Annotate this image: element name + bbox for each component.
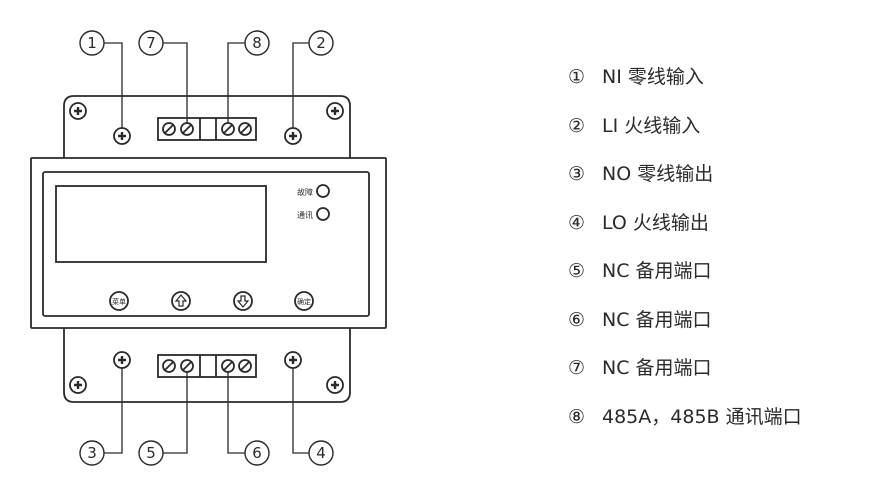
terminal-screw xyxy=(238,122,252,136)
front-panel xyxy=(42,171,370,317)
legend-item: ⑥ NC 备用端口 xyxy=(568,305,712,335)
comm-indicator-label: 通讯 xyxy=(297,210,313,220)
terminal-screw xyxy=(162,122,176,136)
legend-item: ① NI 零线输入 xyxy=(568,62,704,92)
legend-number: ④ xyxy=(568,212,586,234)
callout-number: 6 xyxy=(252,444,262,462)
callout-number: 1 xyxy=(87,34,97,52)
callout-circle xyxy=(244,440,270,466)
up-arrow-icon xyxy=(174,294,188,307)
bottom-terminal-block xyxy=(157,354,257,378)
legend-item: ③ NO 零线输出 xyxy=(568,159,713,189)
leader-line-7 xyxy=(163,42,188,123)
fault-indicator-label: 故障 xyxy=(297,187,313,197)
leader-line-5 xyxy=(163,372,188,454)
up-button xyxy=(171,291,191,311)
legend-text: NI 零线输入 xyxy=(602,66,704,88)
legend-text: NO 零线输出 xyxy=(602,163,714,185)
legend-text: NC 备用端口 xyxy=(602,309,712,331)
terminal-screw xyxy=(238,359,252,373)
callout-circle xyxy=(308,440,334,466)
top-terminal-block xyxy=(157,117,257,141)
legend-number: ⑦ xyxy=(568,357,586,379)
legend-number: ⑥ xyxy=(568,309,586,331)
callout-circle xyxy=(244,30,270,56)
leader-line-3 xyxy=(104,368,123,454)
legend-text: NC 备用端口 xyxy=(602,357,712,379)
lcd-display xyxy=(55,185,267,263)
legend-text: LI 火线输入 xyxy=(602,115,701,137)
callout-number: 7 xyxy=(146,34,156,52)
leader-line-4 xyxy=(292,368,309,454)
legend-item: ④ LO 火线输出 xyxy=(568,208,709,238)
callout-circle xyxy=(308,30,334,56)
legend-text: 485A，485B 通讯端口 xyxy=(602,406,802,428)
bottom-flange xyxy=(63,328,351,403)
legend-number: ⑤ xyxy=(568,260,586,282)
device-body xyxy=(30,157,387,329)
legend-number: ③ xyxy=(568,163,586,185)
leader-line-6 xyxy=(227,372,245,454)
legend-item: ② LI 火线输入 xyxy=(568,111,700,141)
callout-number: 8 xyxy=(252,34,262,52)
menu-button-label: 菜单 xyxy=(112,297,126,306)
callout-number: 5 xyxy=(146,444,156,462)
fault-led xyxy=(316,184,330,198)
menu-button xyxy=(109,291,129,311)
device-drawing: 1 7 8 2 3 5 6 4 故障 通讯 菜单 确定 xyxy=(30,30,387,466)
top-flange xyxy=(63,95,351,158)
terminal-cross-screw-icon xyxy=(113,127,302,369)
leader-line-8 xyxy=(227,42,245,123)
callout-circle xyxy=(138,440,164,466)
legend-text: LO 火线输出 xyxy=(602,212,709,234)
legend-text: NC 备用端口 xyxy=(602,260,712,282)
mounting-screw-icon xyxy=(69,102,344,394)
confirm-button xyxy=(294,291,314,311)
legend-number: ① xyxy=(568,66,586,88)
callout-number: 4 xyxy=(316,444,326,462)
confirm-button-label: 确定 xyxy=(297,297,311,306)
callout-number: 2 xyxy=(316,34,326,52)
legend-number: ⑧ xyxy=(568,406,586,428)
down-arrow-icon xyxy=(236,295,250,308)
legend-item: ⑦ NC 备用端口 xyxy=(568,353,712,383)
leader-line-1 xyxy=(104,42,123,128)
legend-number: ② xyxy=(568,115,586,137)
terminal-screw xyxy=(162,359,176,373)
callout-number: 3 xyxy=(87,444,97,462)
callout-circle xyxy=(79,440,105,466)
down-button xyxy=(233,291,253,311)
leader-line-2 xyxy=(292,42,309,128)
callout-circle xyxy=(79,30,105,56)
legend-item: ⑤ NC 备用端口 xyxy=(568,256,712,286)
callout-circle xyxy=(138,30,164,56)
comm-led xyxy=(316,207,330,221)
legend-item: ⑧ 485A，485B 通讯端口 xyxy=(568,402,802,432)
